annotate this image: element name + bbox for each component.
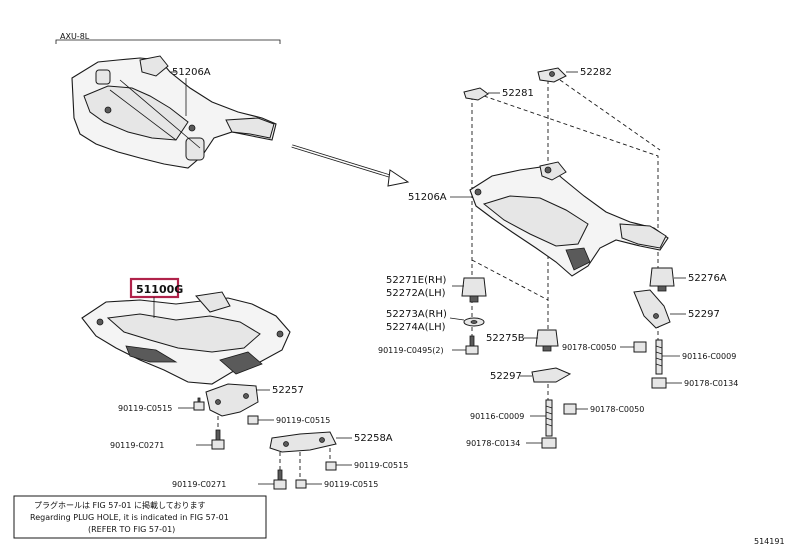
label-52258A: 52258A bbox=[354, 433, 393, 444]
bolt-90119-C0515-c bbox=[295, 479, 307, 489]
label-90116-C0009-mid: 90116-C0009 bbox=[470, 412, 524, 421]
note-line-1: プラグホールは FIG 57-01 に掲載しております bbox=[34, 500, 206, 510]
bushing-52275B bbox=[535, 329, 559, 352]
label-52275B: 52275B bbox=[486, 333, 525, 344]
label-51100G[interactable]: 51100G bbox=[136, 283, 183, 296]
nut-90178-C0134-right bbox=[651, 377, 667, 389]
nut-90178-C0050-b bbox=[563, 403, 577, 415]
note-line-2: Regarding PLUG HOLE, it is indicated in … bbox=[30, 513, 229, 522]
bushing-52282 bbox=[537, 67, 567, 83]
note-line-3: (REFER TO FIG 57-01) bbox=[88, 525, 175, 534]
label-90178-C0050-a: 90178-C0050 bbox=[562, 343, 616, 352]
model-code: AXU-8L bbox=[60, 32, 90, 41]
label-90119-C0515-b: 90119-C0515 bbox=[354, 461, 408, 470]
reference-note-box: プラグホールは FIG 57-01 に掲載しております Regarding PL… bbox=[13, 495, 267, 539]
bracket-52297-right bbox=[633, 289, 671, 329]
label-51206A-top: 51206A bbox=[172, 67, 211, 78]
label-90178-C0050-b: 90178-C0050 bbox=[590, 405, 644, 414]
bolt-90119-C0515-left bbox=[193, 397, 205, 411]
label-90119-C0495: 90119-C0495(2) bbox=[378, 346, 444, 355]
stud-90116-C0009-right bbox=[655, 339, 663, 375]
model-bracket: AXU-8L bbox=[55, 32, 281, 44]
label-52276A: 52276A bbox=[688, 273, 727, 284]
figure-code: 514191 bbox=[754, 537, 785, 546]
label-52257: 52257 bbox=[272, 385, 304, 396]
bolt-90119-C0515-b bbox=[325, 461, 337, 471]
bracket-52257 bbox=[205, 383, 259, 417]
label-52297-right: 52297 bbox=[688, 309, 720, 320]
washer-52273A-52274A bbox=[463, 317, 485, 327]
label-90119-C0515-c: 90119-C0515 bbox=[324, 480, 378, 489]
label-90119-C0271-b: 90119-C0271 bbox=[172, 480, 226, 489]
bolt-90119-C0495 bbox=[465, 335, 479, 355]
label-52272A-LH: 52272A(LH) bbox=[386, 288, 446, 299]
label-52282: 52282 bbox=[580, 67, 612, 78]
subframe-top-left-illustration bbox=[71, 55, 277, 169]
subframe-exploded-51206A bbox=[469, 161, 669, 277]
label-52273A-RH: 52273A(RH) bbox=[386, 309, 447, 320]
bushing-52271E-52272A bbox=[461, 277, 487, 303]
label-52271E-RH: 52271E(RH) bbox=[386, 275, 446, 286]
label-90119-C0271-a: 90119-C0271 bbox=[110, 441, 164, 450]
nut-90178-C0050-a bbox=[633, 341, 647, 353]
label-52274A-LH: 52274A(LH) bbox=[386, 322, 446, 333]
bushing-52276A bbox=[649, 267, 675, 292]
label-90178-C0134-mid: 90178-C0134 bbox=[466, 439, 520, 448]
bolt-90119-C0271-a bbox=[211, 429, 225, 450]
subframe-51100G-illustration bbox=[81, 291, 291, 385]
bracket-52297-mid bbox=[531, 367, 572, 383]
highlighted-part-label[interactable]: 51100G bbox=[129, 277, 183, 299]
label-52281: 52281 bbox=[502, 88, 534, 99]
stud-90116-C0009-mid bbox=[545, 399, 553, 437]
bracket-52258A bbox=[269, 431, 337, 453]
label-90119-C0515-mid: 90119-C0515 bbox=[276, 416, 330, 425]
label-90116-C0009-right: 90116-C0009 bbox=[682, 352, 736, 361]
label-90119-C0515-left: 90119-C0515 bbox=[118, 404, 172, 413]
nut-90178-C0134-mid bbox=[541, 437, 557, 449]
bolt-90119-C0515-mid bbox=[247, 415, 259, 425]
bolt-90119-C0271-b bbox=[273, 469, 287, 490]
label-52297-mid: 52297 bbox=[490, 371, 522, 382]
label-90178-C0134-right: 90178-C0134 bbox=[684, 379, 738, 388]
arrow-to-exploded-view bbox=[291, 144, 410, 187]
bushing-52281 bbox=[463, 87, 489, 101]
label-51206A-right: 51206A bbox=[408, 192, 447, 203]
